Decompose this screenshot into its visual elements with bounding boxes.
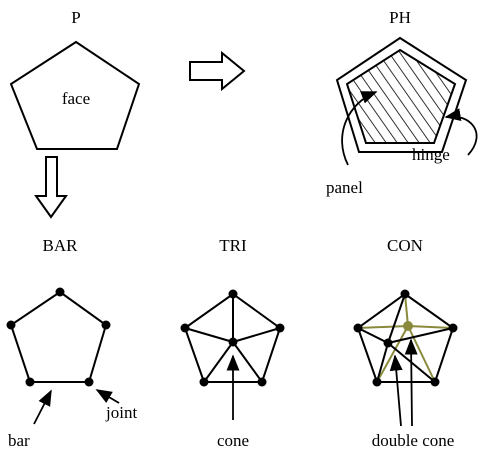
double-cone-arrow-left bbox=[389, 354, 403, 427]
tri-joint bbox=[228, 289, 238, 299]
joint-pointer-arrow bbox=[95, 389, 120, 404]
tri-joint bbox=[199, 377, 209, 387]
con-accent-spoke bbox=[404, 293, 409, 327]
double-cone-arrow-right bbox=[404, 338, 418, 427]
con-joints bbox=[353, 289, 458, 387]
con-joint bbox=[448, 323, 458, 333]
tri-joint bbox=[275, 323, 285, 333]
con-double-cone-label: double cone bbox=[372, 431, 455, 450]
bar-pentagon bbox=[9, 290, 108, 383]
bar-joint bbox=[55, 287, 65, 297]
bar-joint bbox=[101, 320, 111, 330]
tri-spoke bbox=[203, 341, 234, 383]
con-accent-spoke bbox=[357, 325, 409, 329]
bar-pointer-arrow bbox=[33, 389, 52, 425]
bar-joints bbox=[6, 287, 111, 387]
down-arrow-icon bbox=[34, 156, 68, 219]
bar-joint bbox=[25, 377, 35, 387]
con-joint bbox=[430, 377, 440, 387]
con-joint bbox=[400, 289, 410, 299]
con-spoke bbox=[387, 293, 406, 344]
tri-cone-label: cone bbox=[217, 431, 249, 450]
tri-spoke bbox=[232, 327, 281, 343]
con-accent-spoke bbox=[407, 325, 454, 329]
con-title: CON bbox=[387, 236, 423, 255]
bar-bar-label: bar bbox=[8, 431, 30, 450]
con-apex bbox=[383, 338, 393, 348]
tri-joints bbox=[180, 289, 285, 387]
panel-arrow bbox=[341, 91, 378, 166]
con-joint bbox=[372, 377, 382, 387]
bar-joint bbox=[84, 377, 94, 387]
ph-panel-label: panel bbox=[326, 178, 363, 197]
ph-hinge-label: hinge bbox=[412, 145, 450, 164]
con-spoke bbox=[387, 327, 454, 344]
con-spoke bbox=[376, 342, 389, 383]
con-accent-spoke bbox=[407, 325, 436, 383]
tri-joint bbox=[180, 323, 190, 333]
hinge-arrow bbox=[444, 108, 478, 156]
bar-title: BAR bbox=[43, 236, 79, 255]
con-accent-apex bbox=[403, 321, 413, 331]
ph-title: PH bbox=[389, 8, 411, 27]
bar-joint-label: joint bbox=[105, 403, 137, 422]
ph-outer-pentagon bbox=[335, 36, 468, 153]
con-accent-cone bbox=[357, 293, 454, 383]
right-arrow-icon bbox=[189, 50, 246, 92]
bar-joint bbox=[6, 320, 16, 330]
tri-spoke bbox=[184, 327, 234, 343]
con-joint bbox=[353, 323, 363, 333]
p-pentagon bbox=[9, 40, 141, 150]
p-face-label: face bbox=[62, 89, 90, 108]
tri-joint bbox=[257, 377, 267, 387]
con-spoke bbox=[357, 327, 389, 344]
tri-title: TRI bbox=[219, 236, 247, 255]
tri-apex bbox=[228, 337, 238, 347]
con-pentagon bbox=[356, 292, 455, 383]
con-accent-spoke bbox=[376, 325, 409, 383]
tri-spoke bbox=[232, 341, 263, 383]
p-title: P bbox=[71, 8, 80, 27]
ph-hatched-panel bbox=[345, 48, 457, 144]
